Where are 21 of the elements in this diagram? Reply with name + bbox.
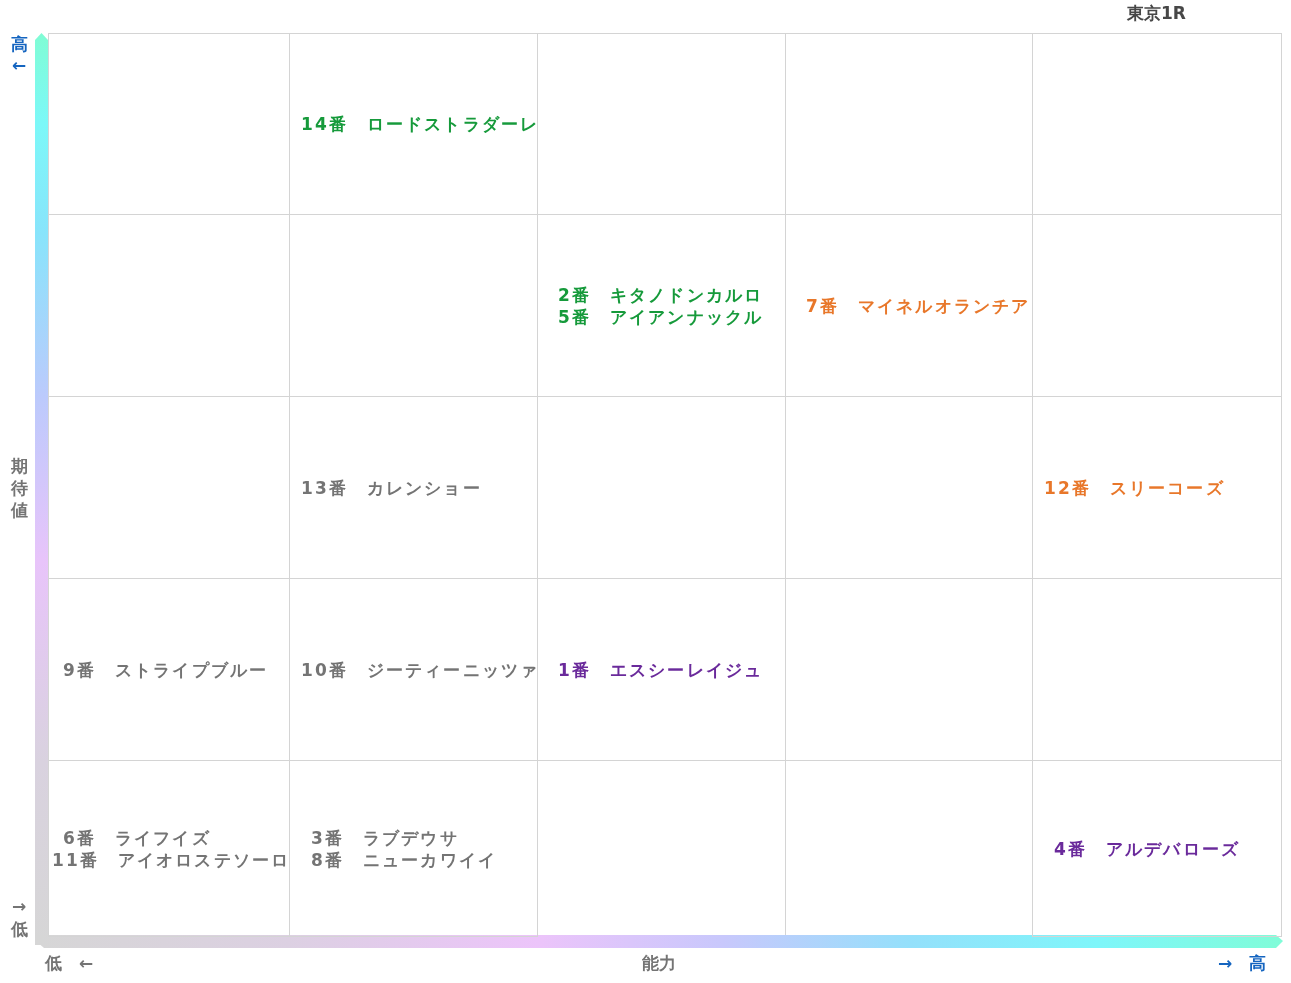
entry-label: 5番 アイアンナックル (558, 305, 763, 328)
entry-label: 9番 ストライプブルー (63, 658, 268, 681)
axis-label: 低 ← (45, 953, 94, 974)
axis-label: 高← (10, 34, 28, 76)
axis-label: 期待値 (10, 455, 28, 521)
entry-label: 10番 ジーティーニッツァ (301, 658, 539, 681)
axis-label: 能力 (642, 953, 676, 974)
axis-label: → 高 (1218, 953, 1267, 974)
entry-label: 2番 キタノドンカルロ (558, 283, 763, 306)
entry-label: 4番 アルデバローズ (1054, 837, 1240, 860)
entry-label: 14番 ロードストラダーレ (301, 113, 539, 135)
entry-label: 8番 ニューカワイイ (311, 848, 497, 871)
axis-label: →低 (10, 895, 28, 941)
entry-label: 7番 マイネルオランチア (806, 294, 1031, 317)
entry-label: 6番 ライフイズ (63, 826, 211, 849)
entry-label: 12番 スリーコーズ (1044, 476, 1225, 499)
entry-label: 1番 エスシーレイジュ (558, 658, 763, 681)
entry-label: 11番 アイオロステソーロ (52, 848, 290, 871)
entry-label: 3番 ラブデウサ (311, 826, 459, 849)
entry-label: 13番 カレンショー (301, 476, 482, 499)
title: 東京1R (1127, 3, 1186, 24)
